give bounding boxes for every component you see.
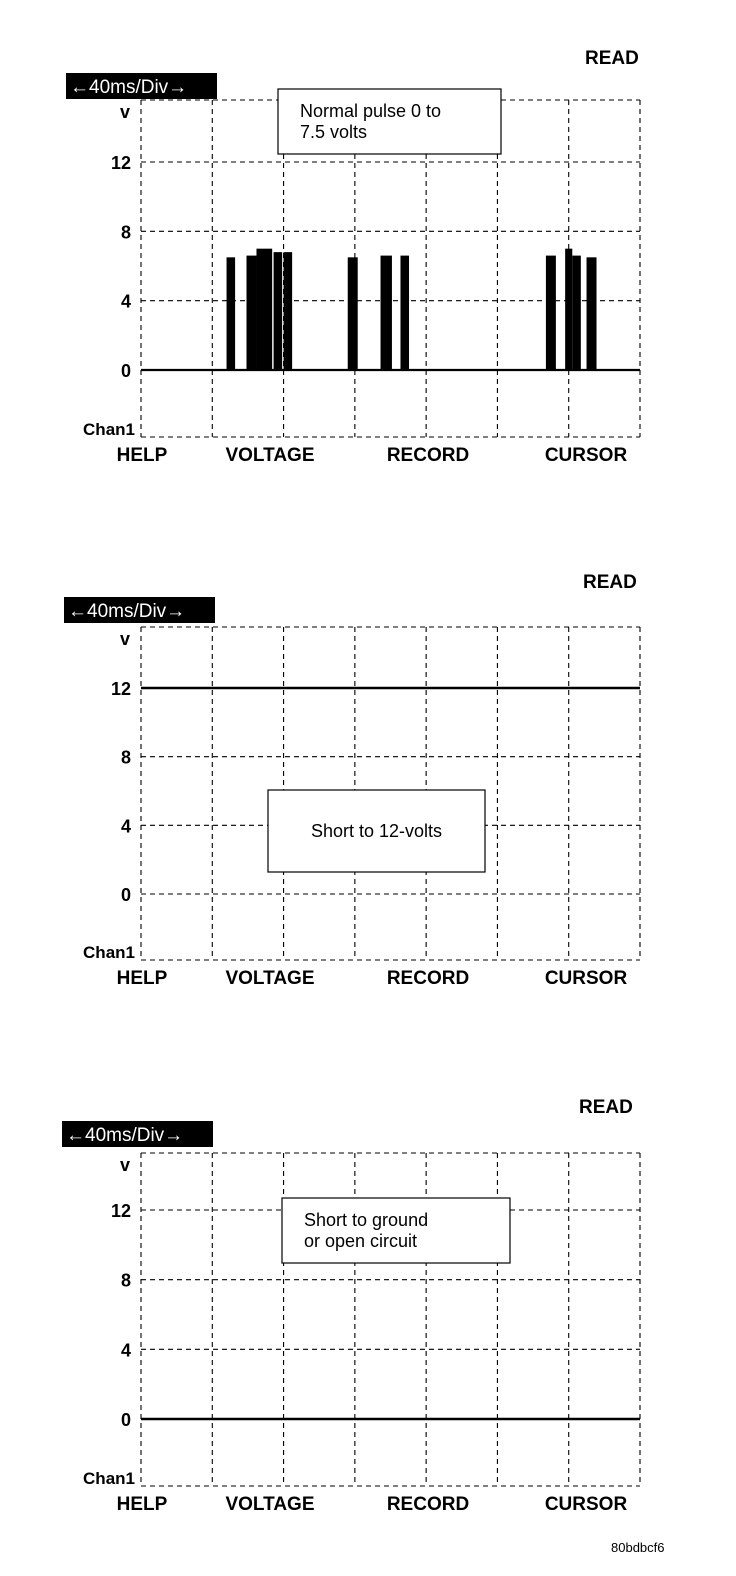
callout-text: 7.5 volts	[300, 122, 367, 142]
mode-label: READ	[585, 48, 639, 69]
softkey-voltage: VOLTAGE	[225, 445, 314, 466]
softkeys: HELP VOLTAGE RECORD CURSOR	[117, 445, 628, 466]
pulse-bar	[586, 257, 597, 370]
y-tick-label: 12	[111, 679, 131, 699]
units-label: v	[120, 1155, 130, 1175]
callout-text: Short to 12-volts	[311, 821, 442, 841]
softkey-record: RECORD	[387, 445, 469, 466]
timebase-label: ←40ms/Div→	[62, 1121, 213, 1147]
pulse-bar	[273, 252, 283, 370]
callout-box	[267, 789, 486, 873]
y-tick-label: 12	[111, 153, 131, 173]
y-tick-label: 0	[121, 1410, 131, 1430]
timebase-text: ←40ms/Div→	[66, 1125, 183, 1146]
callout-text: Short to ground	[304, 1210, 428, 1230]
figure-code: 80bdbcf6	[611, 1540, 665, 1555]
pulse-bar	[545, 255, 556, 370]
softkey-help: HELP	[117, 445, 168, 466]
pulse-bar	[226, 257, 236, 370]
callout-text: Normal pulse 0 to	[300, 101, 441, 121]
y-tick-label: 0	[121, 885, 131, 905]
pulse-bar	[400, 255, 410, 370]
y-tick-label: 8	[121, 748, 131, 768]
callout-text: or open circuit	[304, 1231, 417, 1251]
y-tick-label: 4	[121, 292, 131, 312]
channel-label: Chan1	[83, 943, 135, 962]
y-tick-label: 8	[121, 222, 131, 242]
callout: Normal pulse 0 to7.5 volts	[277, 88, 502, 155]
y-tick-label: 12	[111, 1201, 131, 1221]
softkey-cursor: CURSOR	[545, 1494, 628, 1515]
pulse-bar	[380, 255, 392, 370]
mode-label: READ	[583, 572, 637, 593]
callout: Short to 12-volts	[267, 789, 486, 873]
mode-label: READ	[579, 1097, 633, 1118]
softkeys: HELP VOLTAGE RECORD CURSOR	[117, 1494, 628, 1515]
timebase-box	[64, 597, 215, 623]
timebase-box	[62, 1121, 213, 1147]
callout-box	[277, 88, 502, 155]
y-tick-label: 4	[121, 816, 131, 836]
softkey-voltage: VOLTAGE	[225, 1494, 314, 1515]
y-tick-label: 0	[121, 361, 131, 381]
channel-label: Chan1	[83, 1469, 135, 1488]
pulse-bar	[283, 252, 293, 370]
softkey-help: HELP	[117, 968, 168, 989]
pulse-bar	[347, 257, 358, 370]
softkeys: HELP VOLTAGE RECORD CURSOR	[117, 968, 628, 989]
softkey-record: RECORD	[387, 968, 469, 989]
softkey-help: HELP	[117, 1494, 168, 1515]
units-label: v	[120, 102, 130, 122]
y-tick-label: 8	[121, 1271, 131, 1291]
pulse-bar	[246, 255, 257, 370]
pulse-bar	[256, 248, 273, 370]
channel-label: Chan1	[83, 420, 135, 439]
units-label: v	[120, 629, 130, 649]
timebase-text: ←40ms/Div→	[70, 77, 187, 98]
softkey-record: RECORD	[387, 1494, 469, 1515]
softkey-cursor: CURSOR	[545, 968, 628, 989]
y-tick-label: 4	[121, 1340, 131, 1360]
timebase-label: ←40ms/Div→	[66, 73, 217, 99]
softkey-voltage: VOLTAGE	[225, 968, 314, 989]
timebase-label: ←40ms/Div→	[64, 597, 215, 623]
timebase-box	[66, 73, 217, 99]
softkey-cursor: CURSOR	[545, 445, 628, 466]
pulse-bar	[572, 255, 581, 370]
pulse-bar	[565, 248, 573, 370]
timebase-text: ←40ms/Div→	[68, 601, 185, 622]
callout-box	[281, 1197, 511, 1264]
